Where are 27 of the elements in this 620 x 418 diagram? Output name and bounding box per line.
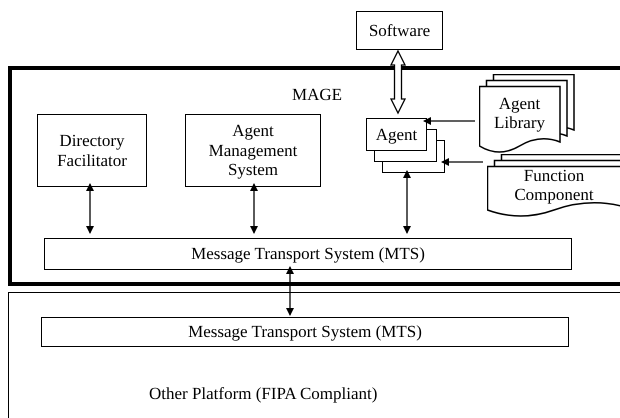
node-label: Agent (376, 124, 418, 146)
node-label: Message Transport System (MTS) (190, 244, 426, 264)
node-label: Software (368, 20, 432, 40)
process-box (44, 238, 572, 270)
node-label: Message Transport System (MTS) (187, 322, 423, 342)
stacked-box (366, 118, 446, 174)
block-arrow (390, 50, 406, 114)
node-label: MAGE (292, 85, 342, 104)
stacked-document (479, 74, 576, 154)
platform-frame (8, 66, 620, 286)
platform-frame (8, 292, 620, 418)
connector-arrow (86, 183, 94, 234)
process-box (185, 114, 321, 187)
process-box (37, 114, 147, 187)
connector-arrow (250, 183, 258, 234)
node-label: Directory Facilitator (56, 130, 128, 170)
node-label: Function Component (513, 167, 595, 205)
stacked-document (487, 154, 620, 218)
connector-arrow (403, 170, 411, 234)
process-box (356, 11, 443, 50)
node-label: Agent Library (493, 95, 546, 133)
connector-arrow (441, 158, 483, 166)
connector-arrow (423, 117, 475, 125)
node-label: Other Platform (FIPA Compliant) (149, 384, 378, 403)
node-label: Agent Management System (208, 121, 298, 180)
process-box (41, 317, 569, 347)
connector-arrow (286, 266, 294, 316)
